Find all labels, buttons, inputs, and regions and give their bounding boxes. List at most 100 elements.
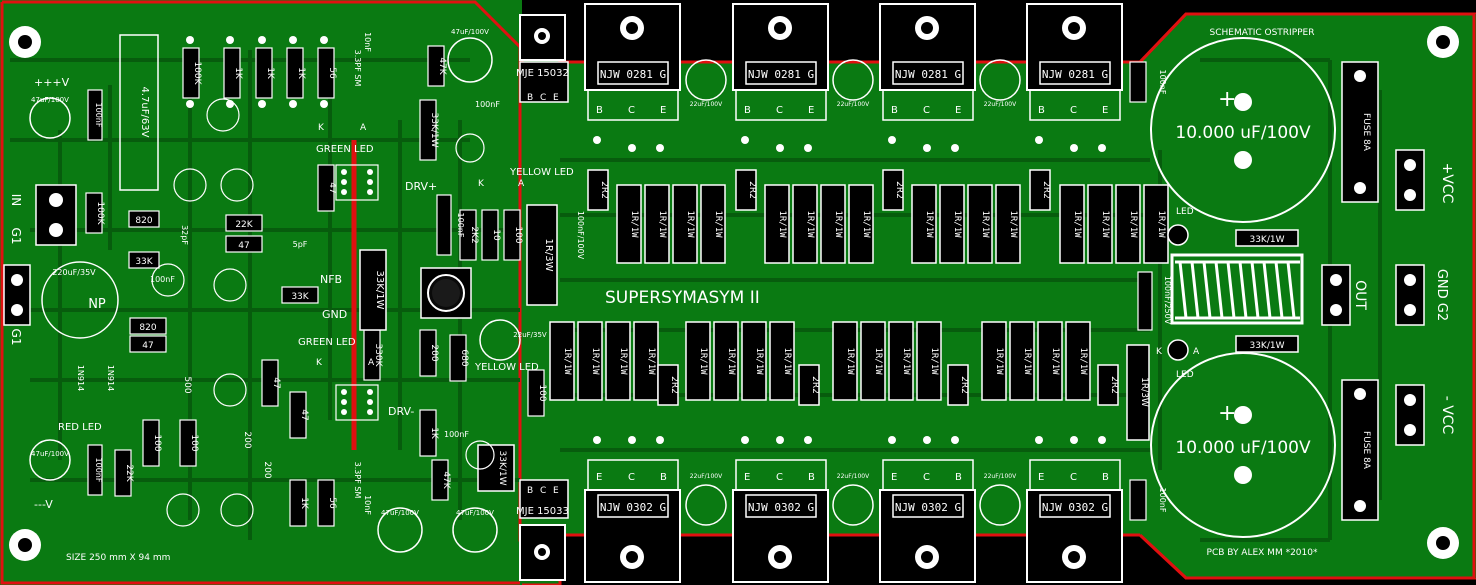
svg-text:200: 200: [429, 344, 439, 361]
input-caps: 47uF/100V 47uF/100V 220uF/35V NP 4.7uF/6…: [29, 28, 547, 553]
svg-text:1R/3W: 1R/3W: [1139, 377, 1149, 407]
svg-text:1R/1W: 1R/1W: [1078, 347, 1088, 375]
svg-text:NP: NP: [88, 297, 106, 312]
svg-text:1K: 1K: [429, 427, 439, 440]
svg-text:1R/1W: 1R/1W: [657, 210, 667, 238]
svg-text:2K2: 2K2: [469, 226, 479, 243]
svg-text:100: 100: [152, 434, 162, 451]
svg-text:2R2: 2R2: [810, 376, 820, 394]
svg-text:2R2: 2R2: [1109, 376, 1119, 394]
transistor-bottom-4: NJW 0302 G: [1026, 459, 1123, 583]
transistor-top-2: NJW 0281 G: [732, 3, 829, 121]
svg-text:1R/1W: 1R/1W: [1128, 210, 1138, 238]
transistor-top-3: NJW 0281 G: [879, 3, 976, 121]
svg-text:100K: 100K: [192, 61, 202, 85]
svg-text:47uF/100V: 47uF/100V: [456, 509, 494, 517]
svg-text:---V: ---V: [34, 498, 53, 511]
svg-text:56: 56: [327, 67, 337, 79]
svg-text:E: E: [660, 105, 666, 116]
credit-note: PCB BY ALEX MM *2010*: [1207, 548, 1318, 558]
svg-text:E: E: [891, 472, 897, 483]
svg-text:200: 200: [262, 461, 272, 478]
part-label: NJW 0281 G: [1042, 68, 1108, 81]
svg-text:C: C: [628, 105, 635, 116]
svg-text:IN: IN: [9, 194, 23, 207]
svg-text:E: E: [955, 105, 961, 116]
svg-text:100nF/250V: 100nF/250V: [1163, 276, 1172, 325]
schematic-note: SCHEMATIC OSTRIPPER: [1210, 28, 1315, 38]
terminal-gnd: GND G2: [1395, 264, 1449, 326]
svg-text:680: 680: [459, 349, 469, 366]
part-label: NJW 0281 G: [600, 68, 666, 81]
board-mid: [520, 62, 1186, 535]
svg-text:1R/1W: 1R/1W: [873, 347, 883, 375]
svg-text:1R/1W: 1R/1W: [777, 210, 787, 238]
svg-text:YELLOW LED: YELLOW LED: [509, 167, 574, 178]
base-resistors: 2R2 2R2 2R2 2R2 2R2 2R2 2R2 2R2: [587, 169, 1119, 406]
svg-text:1R/1W: 1R/1W: [618, 347, 628, 375]
svg-text:3.3PF SM: 3.3PF SM: [353, 50, 362, 87]
svg-text:2R2: 2R2: [669, 376, 679, 394]
svg-text:C: C: [923, 472, 930, 483]
svg-text:22uF/100V: 22uF/100V: [690, 473, 723, 480]
svg-text:22uF/35V: 22uF/35V: [513, 331, 547, 339]
svg-text:22uF/100V: 22uF/100V: [984, 473, 1017, 480]
board-title: SUPERSYMASYM II: [605, 288, 760, 308]
svg-text:+VCC: +VCC: [1439, 163, 1455, 204]
svg-text:DRV+: DRV+: [405, 180, 437, 193]
part-label: NJW 0281 G: [895, 68, 961, 81]
svg-text:47: 47: [238, 241, 249, 251]
svg-text:C: C: [540, 93, 546, 103]
svg-text:10.000 uF/100V: 10.000 uF/100V: [1175, 123, 1311, 143]
svg-text:1R/3W: 1R/3W: [543, 239, 554, 272]
svg-text:C: C: [923, 105, 930, 116]
status-leds: LED K A LED: [1156, 207, 1200, 380]
small-resistors: 100K 1K 1K 1K 56 820 22K 47 33K 33K 820 …: [85, 45, 547, 527]
svg-text:E: E: [596, 472, 602, 483]
svg-text:MJE 15033: MJE 15033: [516, 506, 569, 517]
svg-text:C: C: [540, 486, 546, 496]
svg-text:MJE 15032: MJE 15032: [516, 68, 569, 79]
fuse-bottom: FUSE 8A: [1341, 379, 1379, 521]
fuse-top: FUSE 8A: [1341, 61, 1379, 203]
transistor-bottom-1: NJW 0302 G: [584, 459, 681, 583]
svg-text:1R/1W: 1R/1W: [1072, 210, 1082, 238]
svg-text:100nF: 100nF: [1158, 70, 1167, 95]
mount-hole-tl: [9, 26, 41, 58]
svg-text:K: K: [1156, 347, 1163, 357]
svg-text:3.3PF SM: 3.3PF SM: [353, 462, 362, 499]
svg-text:10.000 uF/100V: 10.000 uF/100V: [1175, 438, 1311, 458]
svg-text:OUT: OUT: [1352, 280, 1368, 310]
svg-text:100nF: 100nF: [94, 103, 103, 128]
svg-text:100nF: 100nF: [456, 213, 465, 238]
svg-text:GND: GND: [322, 308, 347, 321]
svg-text:22K: 22K: [235, 220, 253, 230]
small-transistors: [151, 98, 495, 527]
svg-text:1R/1W: 1R/1W: [590, 347, 600, 375]
svg-text:1R/1W: 1R/1W: [726, 347, 736, 375]
part-label: NJW 0302 G: [600, 501, 666, 514]
svg-text:820: 820: [135, 216, 152, 226]
svg-text:2R2: 2R2: [1041, 181, 1051, 199]
svg-text:22uF/100V: 22uF/100V: [837, 101, 870, 108]
small-caps-power: 22uF/100V 22uF/100V 22uF/100V 22uF/100V …: [685, 59, 1021, 526]
svg-text:RED LED: RED LED: [58, 422, 102, 433]
svg-text:B: B: [1038, 105, 1045, 116]
svg-text:1R/1W: 1R/1W: [924, 210, 934, 238]
drv-headers: [335, 164, 379, 421]
svg-text:E: E: [553, 486, 559, 496]
svg-text:1K: 1K: [233, 67, 243, 80]
svg-text:C: C: [1070, 472, 1077, 483]
mount-hole-tr: [1427, 26, 1459, 58]
svg-text:A: A: [360, 123, 367, 133]
svg-text:1R/1W: 1R/1W: [1008, 210, 1018, 238]
reservoir-cap-bottom: + 10.000 uF/100V: [1150, 352, 1336, 538]
svg-text:A: A: [518, 179, 525, 189]
reservoir-cap-top: + 10.000 uF/100V: [1150, 37, 1336, 223]
svg-text:E: E: [1038, 472, 1044, 483]
svg-text:1R/1W: 1R/1W: [713, 210, 723, 238]
svg-text:100K: 100K: [95, 201, 105, 225]
large-resistors-left: 33K/1W 1R/3W 33K/1W: [359, 204, 558, 492]
svg-text:G1: G1: [9, 228, 23, 245]
